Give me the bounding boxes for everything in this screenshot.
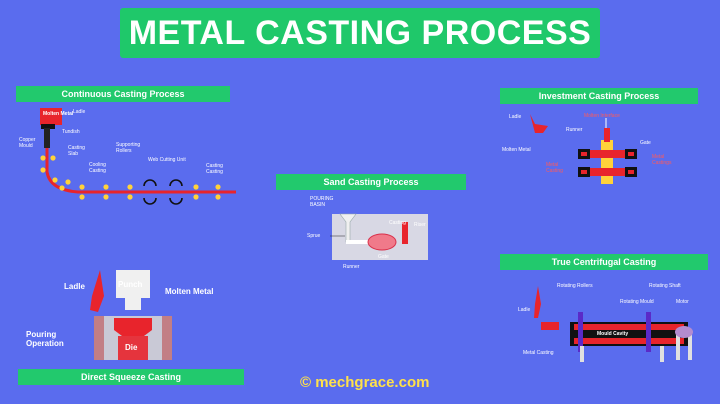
punch-stem bbox=[125, 298, 141, 310]
ladle-shape bbox=[90, 270, 104, 312]
tundish-shape bbox=[41, 124, 55, 129]
squeeze-casting-tag: Direct Squeeze Casting bbox=[18, 369, 244, 385]
label-gate: Gate bbox=[378, 254, 389, 260]
label-motor: Motor bbox=[676, 299, 689, 305]
centrifugal-casting-tag: True Centrifugal Casting bbox=[500, 254, 708, 270]
label-molten-interface: Molten Interface bbox=[584, 113, 620, 119]
label-squeeze-ladle: Ladle bbox=[64, 282, 85, 291]
label-supporting-rollers: Supporting Rollers bbox=[116, 142, 141, 154]
label-tundish: Tundish bbox=[62, 129, 80, 135]
copper-mould-shape bbox=[44, 128, 50, 148]
continuous-casting-tag: Continuous Casting Process bbox=[16, 86, 230, 102]
label-web-cutting-unit: Web Cutting Unit bbox=[148, 157, 186, 163]
label-investment-molten-metal: Molten Metal bbox=[502, 147, 531, 153]
supporting-rollers bbox=[40, 155, 221, 200]
label-ladle: Ladle bbox=[73, 109, 86, 115]
casting-cavity bbox=[367, 233, 397, 251]
gate-shape bbox=[586, 150, 628, 158]
riser-shape bbox=[402, 222, 408, 244]
label-punch: Punch bbox=[118, 280, 143, 289]
label-runner: Runner bbox=[343, 264, 360, 270]
label-copper-mould: Copper Mould bbox=[19, 137, 36, 149]
punch-shape bbox=[116, 270, 150, 298]
pour-spout bbox=[541, 322, 559, 330]
label-pouring-operation: Pouring Operation bbox=[26, 330, 64, 348]
label-gate: Gate bbox=[640, 140, 651, 146]
gate-shape-lower bbox=[586, 168, 628, 176]
label-cooling-casting: Cooling Casting bbox=[89, 162, 106, 174]
label-rotating-rollers: Rotating Rollers bbox=[557, 283, 593, 289]
label-die: Die bbox=[125, 343, 138, 352]
label-riser: Riser bbox=[414, 222, 426, 228]
label-pouring-basin: POURING BASIN bbox=[310, 196, 334, 208]
ladle-shape bbox=[40, 108, 62, 125]
ladle-shape bbox=[534, 286, 541, 318]
sand-casting-tag: Sand Casting Process bbox=[276, 174, 466, 190]
label-sprue: Sprue bbox=[307, 233, 321, 239]
label-casting: Casting bbox=[389, 220, 406, 226]
casting-strand bbox=[45, 148, 236, 194]
roller-right bbox=[646, 312, 651, 352]
label-investment-ladle: Ladle bbox=[509, 114, 522, 120]
label-molten-metal: Molten Metal bbox=[43, 111, 74, 117]
label-casting-slab: Casting Slab bbox=[68, 145, 85, 157]
label-metal-castings: Metal Castings bbox=[652, 154, 672, 166]
die-cavity bbox=[118, 336, 148, 360]
label-casting-casting: Casting Casting bbox=[206, 163, 223, 175]
page-title: METAL CASTING PROCESS bbox=[120, 8, 600, 58]
ladle-shape bbox=[530, 114, 548, 133]
label-centrifugal-ladle: Ladle bbox=[518, 307, 531, 313]
roller-left bbox=[578, 312, 583, 352]
pour-shape bbox=[604, 128, 610, 142]
motor-shape bbox=[675, 326, 693, 338]
footer-credit: © mechgrace.com bbox=[300, 374, 430, 391]
label-metal-casting: Metal Casting bbox=[546, 162, 563, 174]
investment-casting-tag: Investment Casting Process bbox=[500, 88, 698, 104]
label-squeeze-molten-metal: Molten Metal bbox=[165, 287, 214, 296]
molten-metal-shape bbox=[114, 318, 152, 336]
label-rotating-mould: Rotating Mould bbox=[620, 299, 654, 305]
label-centrifugal-metal-casting: Metal Casting bbox=[523, 350, 554, 356]
label-runner: Runner bbox=[566, 127, 583, 133]
label-mould-cavity: Mould Cavity bbox=[597, 331, 629, 337]
label-rotating-shaft: Rotating Shaft bbox=[649, 283, 681, 289]
runner-channel bbox=[346, 240, 370, 244]
web-cutting-unit bbox=[143, 179, 183, 205]
